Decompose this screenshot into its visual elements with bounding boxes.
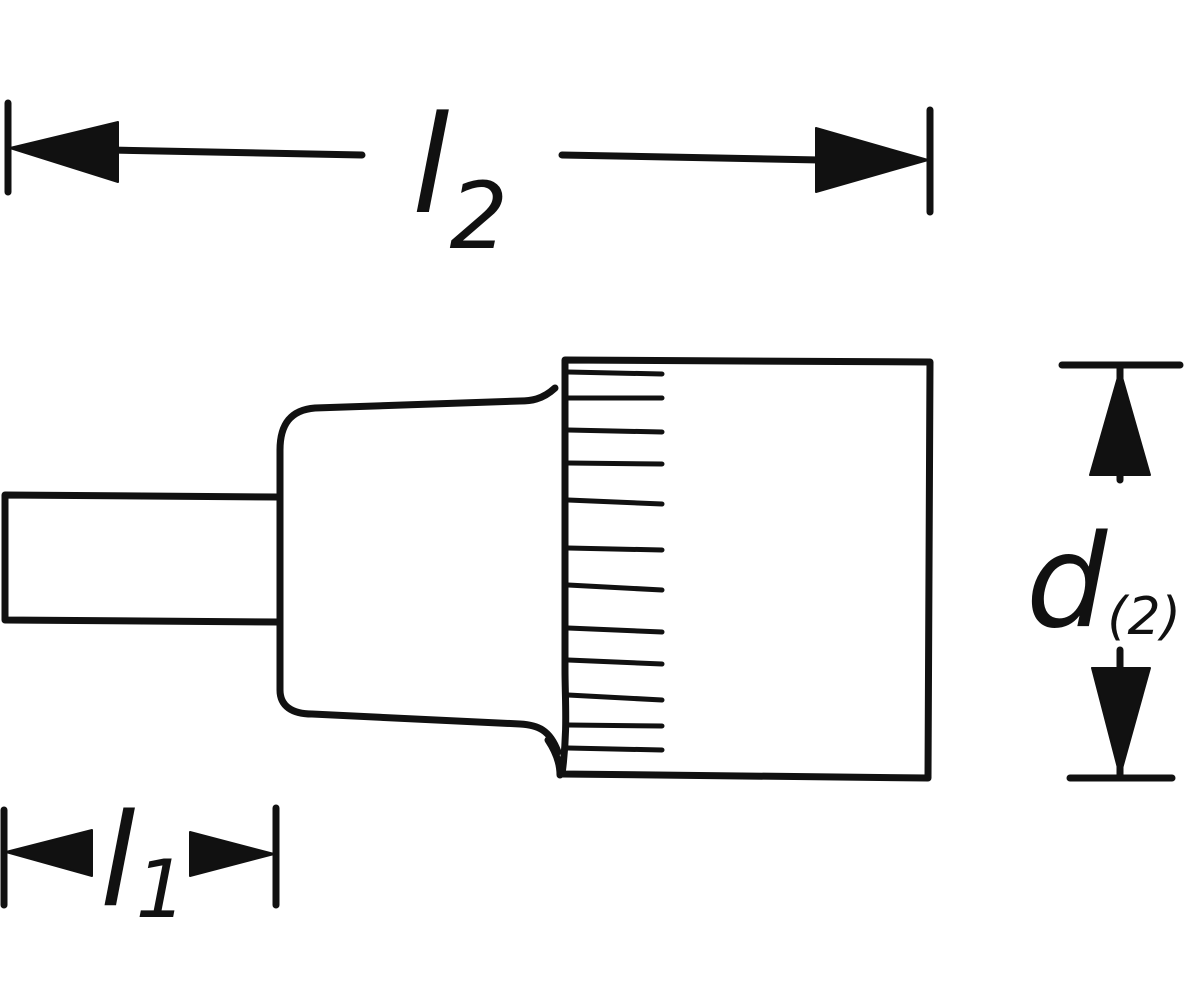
d2-label: d(2): [1026, 508, 1181, 657]
knurl-line: [565, 692, 665, 703]
l2-label: l2: [412, 87, 508, 270]
knurl-line: [565, 582, 665, 593]
knurl-line: [565, 369, 665, 377]
l1-subscript: 1: [136, 843, 187, 936]
l1-right-arrowhead: [189, 831, 275, 877]
knurl-line: [565, 497, 665, 507]
l2-dimension-line-left: [106, 146, 366, 159]
bit-head: [558, 356, 934, 782]
dimension-l2: l2: [4, 87, 934, 270]
l2-subscript: 2: [450, 163, 509, 270]
knurl-line: [565, 427, 665, 435]
l1-label: l1: [100, 787, 186, 936]
shank-outline: [1, 491, 282, 626]
hex-shank: [1, 491, 282, 626]
knurl-line: [565, 657, 665, 667]
knurl-pattern: [565, 369, 665, 753]
dimension-d2: d(2): [1026, 361, 1184, 782]
l2-dimension-line-right: [558, 151, 824, 164]
dimension-l1: l1: [0, 787, 280, 936]
l2-right-arrowhead: [815, 127, 929, 193]
knurl-line: [565, 545, 665, 553]
d2-bottom-arrowhead: [1091, 667, 1151, 777]
knurl-line: [565, 460, 665, 467]
knurl-line: [565, 722, 665, 729]
knurl-line: [565, 625, 665, 635]
d2-top-arrowhead: [1089, 369, 1151, 476]
l2-symbol: l: [412, 87, 450, 244]
d2-symbol: d: [1026, 508, 1108, 657]
bit-head-outline: [558, 356, 934, 782]
l1-left-arrowhead: [5, 829, 93, 877]
knurl-line: [565, 745, 665, 753]
l1-symbol: l: [100, 787, 136, 936]
socket-body: [276, 384, 564, 779]
socket-body-outline: [276, 384, 562, 756]
l2-left-arrowhead: [9, 121, 119, 183]
d2-subscript: (2): [1107, 587, 1181, 647]
